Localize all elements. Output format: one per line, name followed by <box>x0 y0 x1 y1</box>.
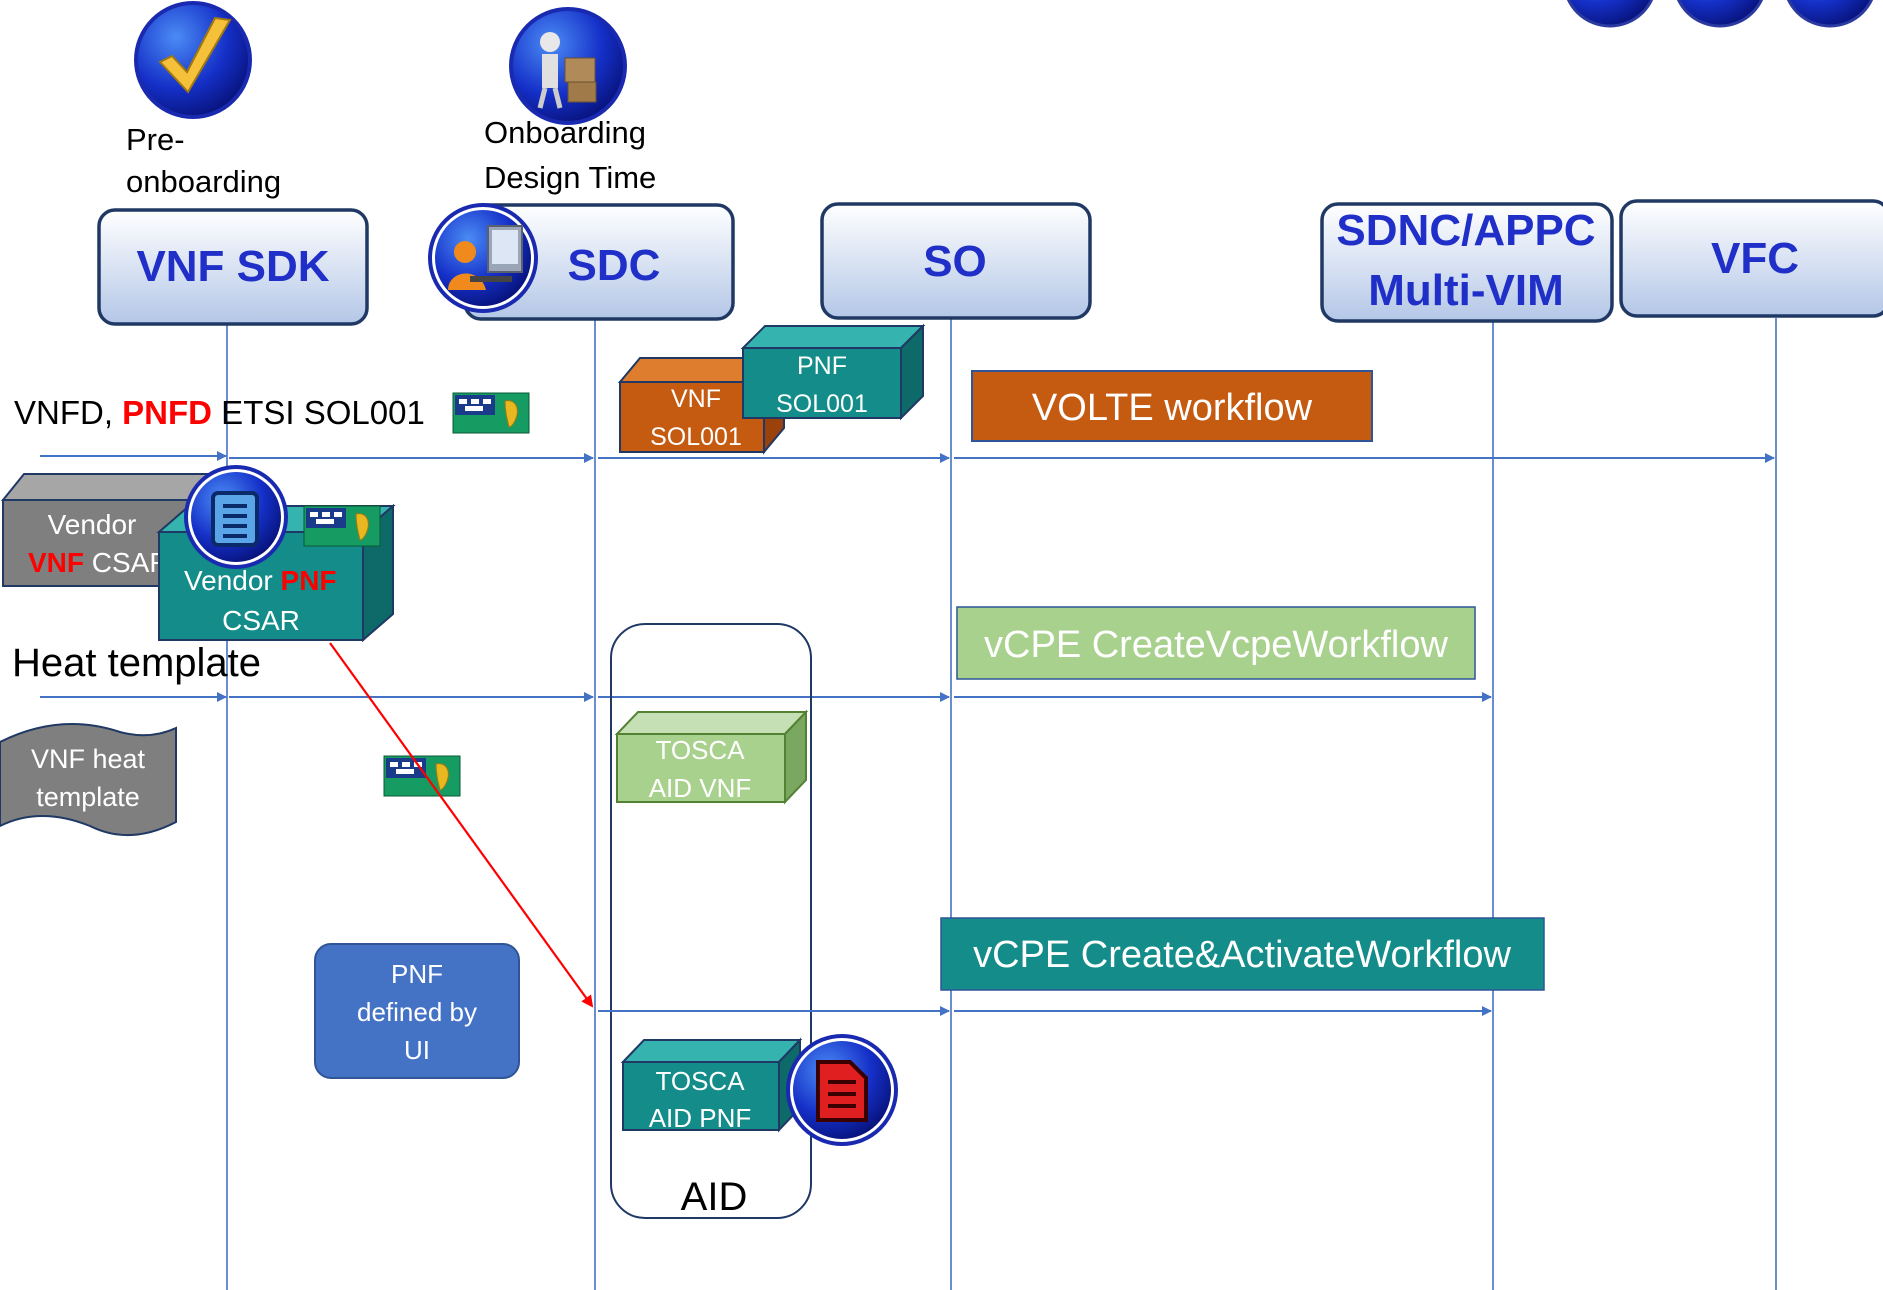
checkmark-icon <box>134 1 252 119</box>
volte-workflow-box: VOLTE workflow <box>971 370 1373 442</box>
pnf-ui-line2: defined by <box>357 997 477 1027</box>
logo-icon-left <box>1566 0 1654 28</box>
vnf-sol001-line2: SOL001 <box>650 423 742 451</box>
logo-icon-middle <box>1676 0 1764 28</box>
sdc-title: SDC <box>568 241 661 290</box>
irish-flag-icon-csar <box>303 505 381 547</box>
vfc-title: VFC <box>1711 234 1799 283</box>
tosca-aid-pnf-line2: AID PNF <box>649 1103 752 1133</box>
vcpe-createvcpe-workflow-label: vCPE CreateVcpeWorkflow <box>984 624 1448 666</box>
vcpe-createvcpe-workflow-box: vCPE CreateVcpeWorkflow <box>956 606 1476 680</box>
component-vfc: VFC <box>1619 199 1883 318</box>
component-sdnc-appc-multi-vim: SDNC/APPC Multi-VIM <box>1320 202 1614 323</box>
heat-template-label: Heat template <box>12 641 261 685</box>
tosca-aid-vnf-line1: TOSCA <box>655 735 745 765</box>
pre-onboarding-label-line1: Pre- <box>126 122 185 157</box>
aid-container: AID <box>610 623 812 1219</box>
component-vnf-sdk: VNF SDK <box>97 208 369 326</box>
component-so: SO <box>820 202 1092 320</box>
vendor-vnf-csar-line2: VNF CSAR <box>28 547 170 578</box>
tosca-aid-pnf-line1: TOSCA <box>655 1066 745 1096</box>
flow-pnf-ui: PNF defined by UI vCPE Create&ActivateWo… <box>314 917 1545 1079</box>
pnf-ui-line3: UI <box>404 1035 430 1065</box>
volte-workflow-label: VOLTE workflow <box>1032 387 1313 429</box>
onboarding-design-time-phase: Onboarding Design Time <box>484 7 656 195</box>
lifelines <box>226 318 1777 1290</box>
pre-onboarding-phase: Pre- onboarding <box>126 1 281 199</box>
pre-onboarding-label-line2: onboarding <box>126 164 281 199</box>
onboarding-label-line1: Onboarding <box>484 115 646 150</box>
sol001-label: VNFD, PNFD ETSI SOL001 <box>14 394 425 431</box>
tosca-aid-pnf-box: TOSCA AID PNF <box>620 1037 803 1133</box>
pnf-sol001-line2: SOL001 <box>776 390 868 418</box>
irish-flag-icon <box>452 392 530 434</box>
vendor-vnf-csar-line1: Vendor <box>48 509 137 540</box>
flow-heat-template: Heat template vCPE CreateVcpeWorkflow VN… <box>0 606 1492 836</box>
pnf-ui-line1: PNF <box>391 959 443 989</box>
red-arrow-pnf-csar-to-sdc <box>329 642 594 1008</box>
vnf-sdk-title: VNF SDK <box>136 242 329 291</box>
document-icon-red <box>786 1034 898 1146</box>
component-sdc: SDC <box>428 203 735 321</box>
vnf-sol001-line1: VNF <box>671 385 721 413</box>
designer-at-computer-icon <box>428 203 538 313</box>
vnf-heat-doc-line2: template <box>36 782 140 812</box>
tosca-aid-vnf-box: TOSCA AID VNF <box>614 709 809 805</box>
pnf-sol001-box: PNF SOL001 <box>740 323 926 421</box>
flow-sol001: VNFD, PNFD ETSI SOL001 VNF SOL001 PNF SO… <box>14 323 1775 463</box>
vnf-heat-template-doc: VNF heat template <box>0 723 177 836</box>
document-icon-blue <box>184 465 288 569</box>
sdnc-title-line2: Multi-VIM <box>1368 266 1564 315</box>
aid-label: AID <box>681 1175 748 1219</box>
vcpe-create-activate-workflow-box: vCPE Create&ActivateWorkflow <box>940 917 1545 991</box>
vendor-pnf-csar-line2: CSAR <box>222 605 300 636</box>
vendor-pnf-csar-line1: Vendor PNF <box>184 565 337 596</box>
pnf-sol001-line1: PNF <box>797 352 847 380</box>
pnf-defined-by-ui-box: PNF defined by UI <box>314 943 520 1079</box>
sdnc-title-line1: SDNC/APPC <box>1336 206 1595 255</box>
so-title: SO <box>923 237 987 286</box>
person-with-boxes-icon <box>509 7 627 125</box>
tosca-aid-vnf-line2: AID VNF <box>649 773 752 803</box>
onboarding-label-line2: Design Time <box>484 160 656 195</box>
vnf-heat-doc-line1: VNF heat <box>31 744 146 774</box>
vcpe-create-activate-workflow-label: vCPE Create&ActivateWorkflow <box>973 934 1511 976</box>
top-right-icon-cluster <box>1566 0 1874 28</box>
logo-icon-right <box>1786 0 1874 28</box>
irish-flag-icon-mid <box>383 755 461 797</box>
